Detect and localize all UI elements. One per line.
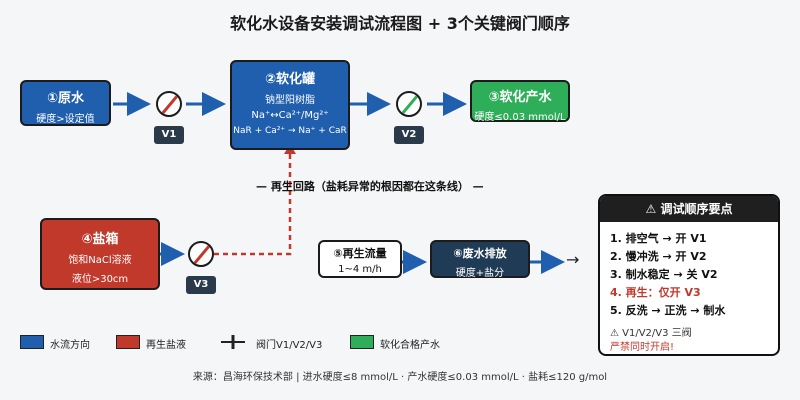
waste-outlet-arrow: → xyxy=(566,250,580,269)
legend-soft-swatch xyxy=(350,335,374,349)
waste-title: ⑥废水排放 xyxy=(453,247,507,260)
valve-v2-icon[interactable] xyxy=(396,91,422,117)
raw-water-box: ①原水 硬度>设定值 xyxy=(20,80,111,126)
valve-v1-icon[interactable] xyxy=(156,91,182,117)
regen-flow-box: ⑤再生流量 1~4 m/h xyxy=(318,240,402,278)
panel-step-2: 2. 慢冲洗 → 开 V2 xyxy=(610,250,707,263)
panel-title: ⚠ 调试顺序要点 xyxy=(600,196,778,222)
valve-v3-label: V3 xyxy=(186,276,216,294)
brine-level: 液位>30cm xyxy=(71,274,129,285)
panel-step-5: 5. 反洗 → 正洗 → 制水 xyxy=(610,304,726,317)
product-spec: 硬度≤0.03 mmol/L xyxy=(474,112,566,123)
regen-flow-title: ⑤再生流量 xyxy=(333,247,387,260)
softener-exchange: Na⁺↔Ca²⁺/Mg²⁺ xyxy=(251,110,329,121)
panel-warning-note: ⚠ V1/V2/V3 三阀 xyxy=(610,328,692,339)
panel-step-1: 1. 排空气 → 开 V1 xyxy=(610,232,707,245)
legend-water-swatch xyxy=(20,335,44,349)
panel-warning-emphasis: 严禁同时开启! xyxy=(610,342,675,353)
brine-solution: 饱和NaCl溶液 xyxy=(68,255,132,266)
valve-v2-label: V2 xyxy=(394,126,424,144)
brine-tank-box: ④盐箱 饱和NaCl溶液 液位>30cm xyxy=(40,218,160,290)
softener-title: ②软化罐 xyxy=(264,72,315,87)
legend-valve-label: 阀门V1/V2/V3 xyxy=(256,340,323,351)
waste-content: 硬度+盐分 xyxy=(455,268,505,279)
footer-source: 来源：昌海环保技术部 | 进水硬度≤8 mmol/L · 产水硬度≤0.03 m… xyxy=(192,372,608,383)
raw-water-spec: 硬度>设定值 xyxy=(36,114,95,125)
product-title: ③软化产水 xyxy=(488,90,552,105)
regen-loop-label: — 再生回路（盐耗异常的根因都在这条线） — xyxy=(256,180,484,193)
legend-brine-swatch xyxy=(116,335,140,349)
soft-product-box: ③软化产水 硬度≤0.03 mmol/L xyxy=(470,80,570,123)
page-title: 软化水设备安装调试流程图 + 3个关键阀门顺序 xyxy=(230,14,570,33)
raw-water-title: ①原水 xyxy=(46,91,84,106)
legend-brine-label: 再生盐液 xyxy=(146,340,186,351)
waste-discharge-box: ⑥废水排放 硬度+盐分 xyxy=(430,240,530,279)
regen-loop-line xyxy=(214,152,292,256)
panel-step-4: 4. 再生：仅开 V3 xyxy=(610,286,701,299)
commissioning-order-panel: ⚠ 调试顺序要点 1. 排空气 → 开 V1 2. 慢冲洗 → 开 V2 3. … xyxy=(598,194,780,356)
legend-valve-icon xyxy=(221,335,245,349)
softener-tank-box: ②软化罐 钠型阳树脂 Na⁺↔Ca²⁺/Mg²⁺ NaR + Ca²⁺ → Na… xyxy=(230,60,350,150)
brine-title: ④盐箱 xyxy=(81,232,119,247)
legend-water-label: 水流方向 xyxy=(50,340,90,351)
panel-step-3: 3. 制水稳定 → 关 V2 xyxy=(610,268,718,281)
valve-v3-icon[interactable] xyxy=(188,241,214,267)
valve-v1-label: V1 xyxy=(154,126,184,144)
softener-reaction: NaR + Ca²⁺ → Na⁺ + CaR xyxy=(233,126,347,136)
legend-soft-label: 软化合格产水 xyxy=(380,340,440,351)
regen-flow-rate: 1~4 m/h xyxy=(338,264,382,275)
softener-resin: 钠型阳树脂 xyxy=(265,95,315,106)
